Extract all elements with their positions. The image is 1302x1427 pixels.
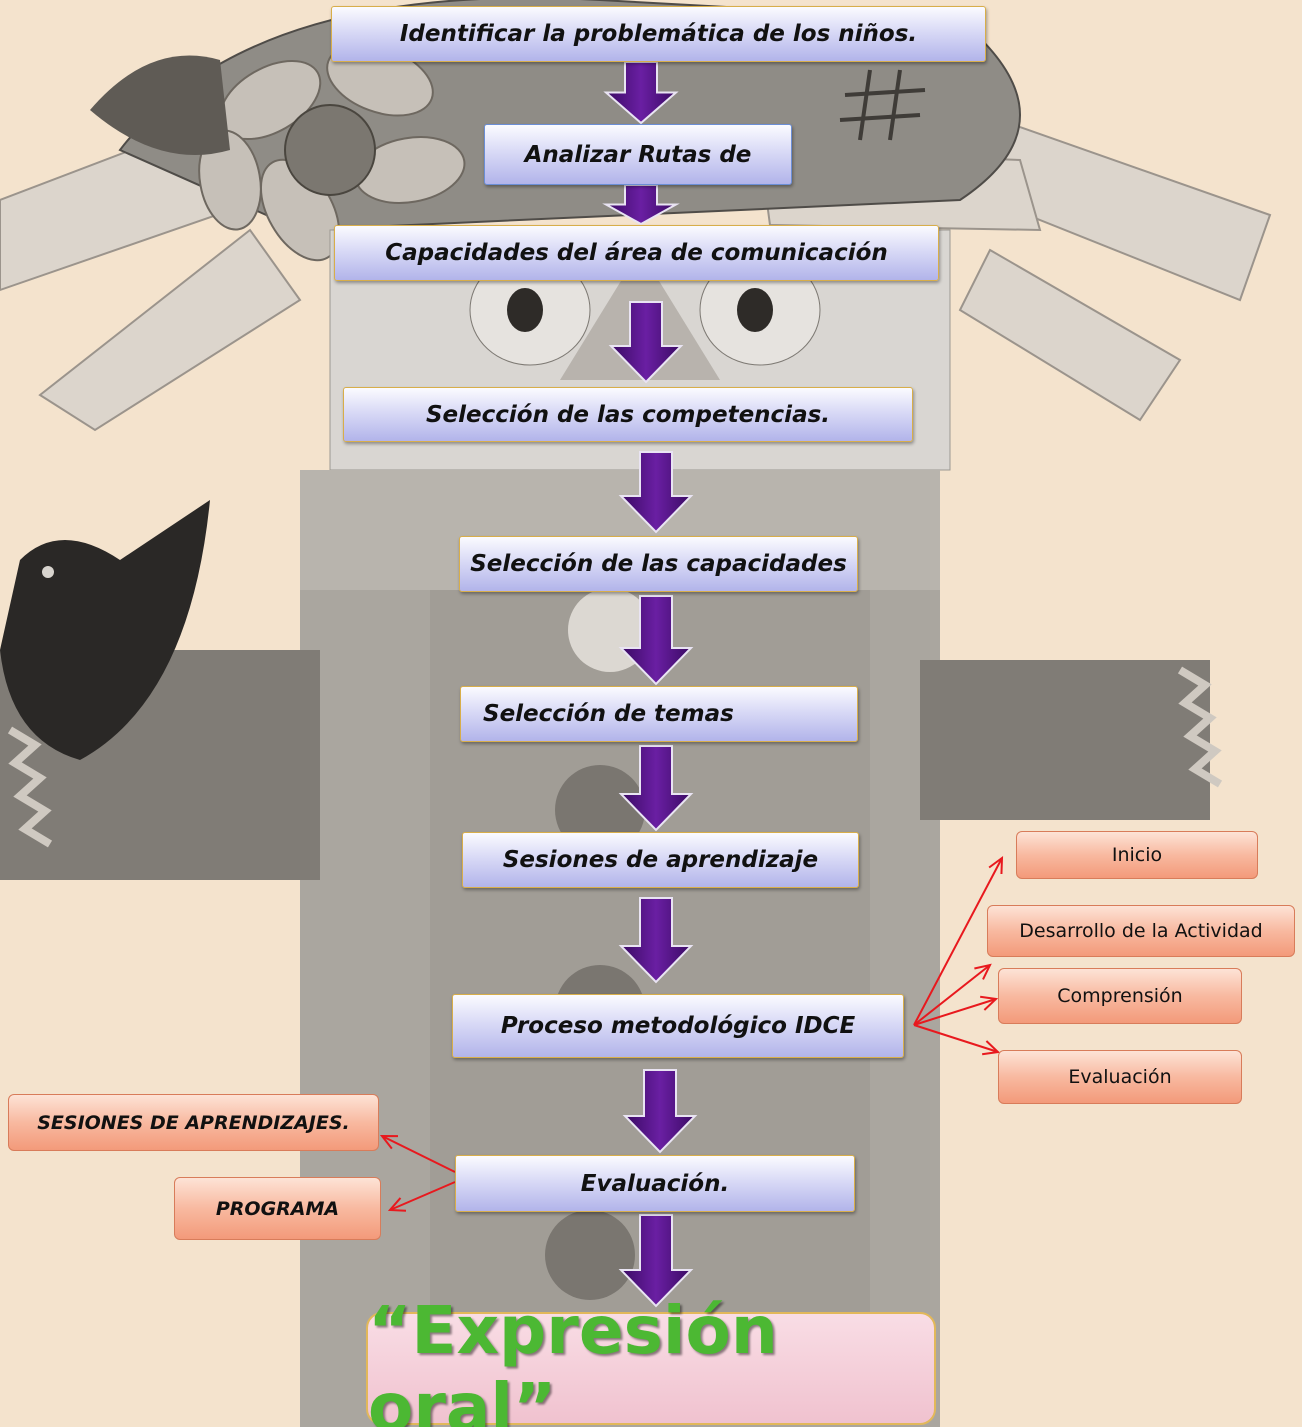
result-expresion-oral: “Expresión oral” bbox=[366, 1292, 936, 1427]
step-seleccion-capacidades: Selección de las capacidades bbox=[459, 536, 858, 592]
step-seleccion-competencias: Selección de las competencias. bbox=[343, 387, 913, 442]
step-analizar-rutas: Analizar Rutas de bbox=[484, 124, 792, 185]
idce-comprension-box: Comprensión bbox=[998, 968, 1242, 1024]
idce-inicio-box: Inicio bbox=[1016, 831, 1258, 879]
idce-evaluacion-box: Evaluación bbox=[998, 1050, 1242, 1104]
step-proceso-metodologico: Proceso metodológico IDCE bbox=[452, 994, 904, 1058]
idce-desarrollo-box: Desarrollo de la Actividad bbox=[987, 905, 1295, 957]
step-capacidades-area: Capacidades del área de comunicación bbox=[334, 225, 939, 281]
step-seleccion-temas: Selección de temas bbox=[460, 686, 858, 742]
eval-programa-box: PROGRAMA bbox=[174, 1177, 381, 1240]
step-identificar-problematica: Identificar la problemática de los niños… bbox=[331, 6, 986, 62]
eval-sesiones-box: SESIONES DE APRENDIZAJES. bbox=[8, 1094, 379, 1151]
step-sesiones-aprendizaje: Sesiones de aprendizaje bbox=[462, 832, 859, 888]
step-evaluacion: Evaluación. bbox=[455, 1155, 855, 1212]
